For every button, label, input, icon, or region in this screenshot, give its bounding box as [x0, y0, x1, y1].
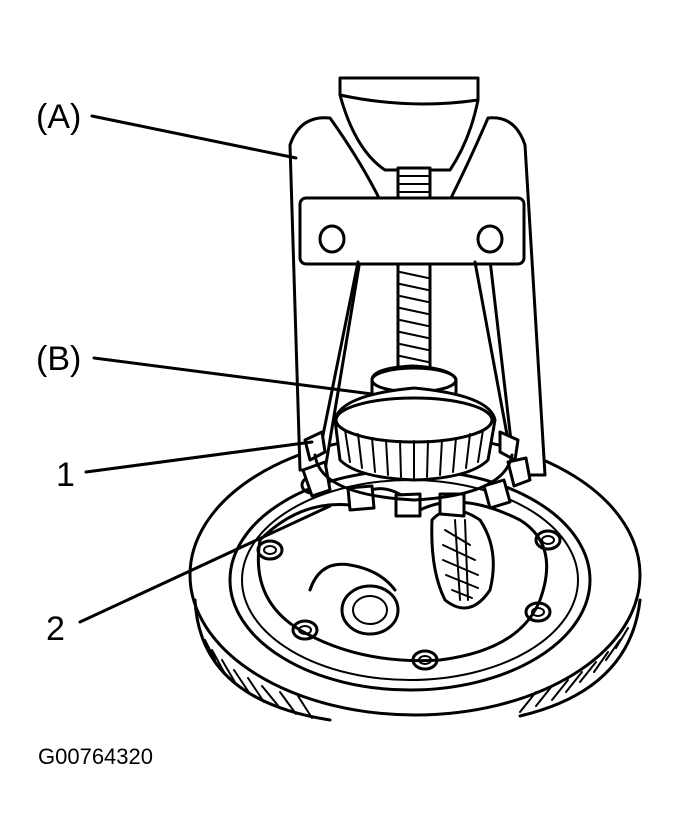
bolt-holes: [256, 475, 562, 671]
label-2: 2: [46, 610, 65, 648]
side-gear: [430, 508, 495, 610]
figure-code: G00764320: [38, 744, 153, 769]
puller-frame: [288, 76, 547, 477]
label-b: (B): [36, 340, 81, 378]
sensor-ring: [301, 430, 532, 518]
label-1: 1: [56, 456, 75, 494]
bearing: [333, 386, 497, 482]
differential-case: [188, 433, 642, 722]
leader-lines: [78, 114, 374, 624]
ring-gear-teeth: [204, 627, 629, 719]
label-a: (A): [36, 98, 81, 136]
